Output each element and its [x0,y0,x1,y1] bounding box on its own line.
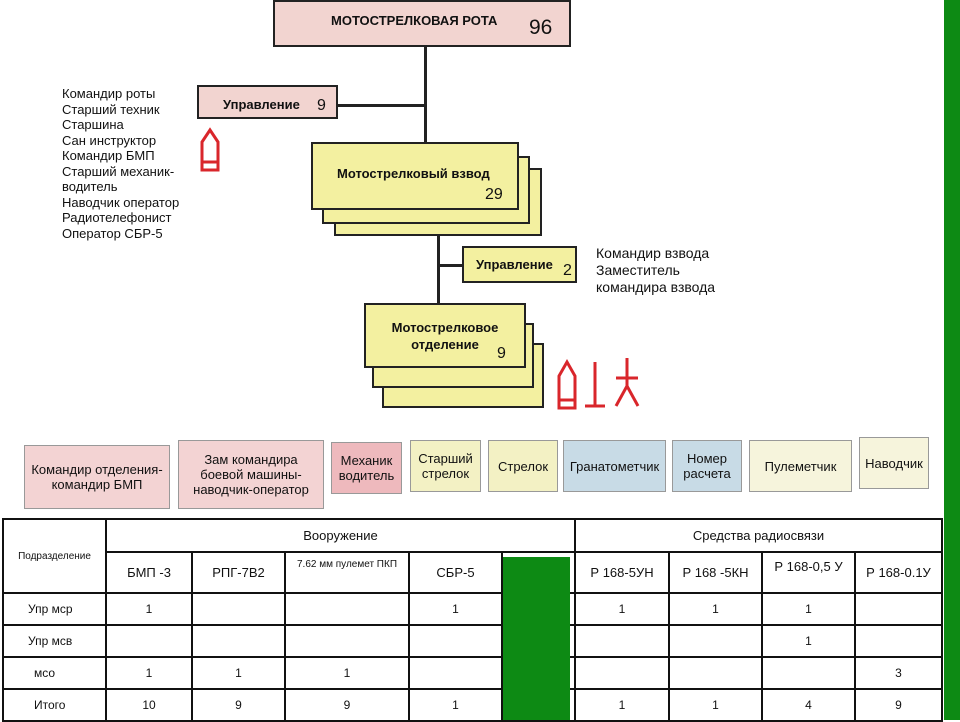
cell: 1 [668,688,763,722]
table-row-total: Итого 10 9 9 1 1 1 4 9 [2,688,943,722]
col-header: СБР-5 [408,550,503,595]
role-crew-number: Номер расчета [672,440,742,492]
cell: 9 [191,688,286,722]
col-header: Р 168-0,5 У [761,550,856,595]
table-header-col-row: БМП -3 РПГ-7В2 7.62 мм пулемет ПКП СБР-5… [3,550,943,595]
role-rifleman: Стрелок [488,440,558,492]
role-senior-rifleman: Старший стрелок [410,440,481,492]
cell: 1 [668,592,763,626]
col-header: РПГ-7В2 [191,550,286,595]
row-name: Упр мср [2,592,107,626]
connector-line [437,264,463,267]
cell [574,656,670,690]
col-header: Р 168-5УН [574,550,670,595]
row-name: Итого [2,688,107,722]
col-header: БМП -3 [105,550,193,595]
bmp-symbol-icon [200,127,220,172]
connector-line [437,230,440,310]
cell [191,624,286,658]
cell [284,624,410,658]
role-squad-leader: Командир отделения- командир БМП [24,445,170,509]
connector-line [424,47,427,145]
cell: 1 [105,592,193,626]
mast-symbol-icon [585,362,605,408]
cell [408,624,503,658]
cell [668,624,763,658]
cell [574,624,670,658]
platoon-label: Мотострелковый взвод [337,166,490,181]
rocket-symbol-icon [557,358,577,410]
cell: 1 [408,592,503,626]
role-driver-mechanic: Механик водитель [331,442,402,494]
company-mgmt-staff: Командир роты Старший техник Старшина Са… [62,86,180,241]
table-row: Упр мср 1 1 1 1 1 [2,592,943,626]
platoon-mgmt-label: Управление [476,257,553,272]
cell: 1 [284,656,410,690]
cell [191,592,286,626]
squad-box: Мотострелковое отделение 9 [364,303,526,368]
platoon-mgmt-box: Управление 2 [462,246,577,283]
platoon-box: Мотострелковый взвод 29 [311,142,519,210]
squad-count: 9 [497,345,506,362]
company-count: 96 [529,16,553,39]
cell: 1 [761,624,856,658]
cell: 1 [105,656,193,690]
role-gun-layer: Наводчик [859,437,929,489]
cell: 9 [854,688,943,722]
cell: 10 [105,688,193,722]
cell [105,624,193,658]
cell [284,592,410,626]
row-header-cell: Подразделение [2,518,107,594]
cell [854,624,943,658]
cell: 1 [408,688,503,722]
company-mgmt-label: Управление [223,97,300,112]
equipment-table: Подразделение Вооружение Средства радиос… [2,518,943,722]
cell [408,656,503,690]
cell: 1 [574,592,670,626]
cell: 3 [854,656,943,690]
cell [854,592,943,626]
cell: 9 [284,688,410,722]
company-box: МОТОСТРЕЛКОВАЯ РОТА 96 [273,0,571,47]
connector-line [336,104,426,107]
company-mgmt-count: 9 [317,97,326,114]
role-grenadier: Гранатометчик [563,440,666,492]
cell: 1 [191,656,286,690]
row-name: Упр мсв [2,624,107,658]
platoon-mgmt-staff: Командир взвода Заместитель командира вз… [596,245,716,295]
right-accent-bar [944,0,960,720]
table-header-group-row: Подразделение Вооружение Средства радиос… [2,518,943,594]
row-name: мсо [2,656,107,690]
radio-group-header: Средства радиосвязи [574,518,943,553]
weapons-group-header: Вооружение [105,518,575,553]
col-header: 7.62 мм пулемет ПКП [284,550,410,595]
green-column-block [503,557,570,720]
platoon-count: 29 [485,186,503,203]
antenna-symbol-icon [614,358,640,407]
col-header: Р 168 -5КН [668,550,763,595]
cell: 4 [761,688,856,722]
cell [668,656,763,690]
role-gunner-operator: Зам командира боевой машины- наводчик-оп… [178,440,324,509]
company-title: МОТОСТРЕЛКОВАЯ РОТА [331,13,498,28]
role-machine-gunner: Пулеметчик [749,440,852,492]
squad-label: Мотострелковое отделение [391,320,499,352]
table-row: Упр мсв 1 [2,624,943,658]
cell: 1 [574,688,670,722]
table-row: мсо 1 1 1 3 [2,656,943,690]
col-header: Р 168-0.1У [854,550,943,595]
cell: 1 [761,592,856,626]
company-mgmt-box: Управление 9 [197,85,338,119]
cell [761,656,856,690]
platoon-mgmt-count: 2 [563,262,572,279]
